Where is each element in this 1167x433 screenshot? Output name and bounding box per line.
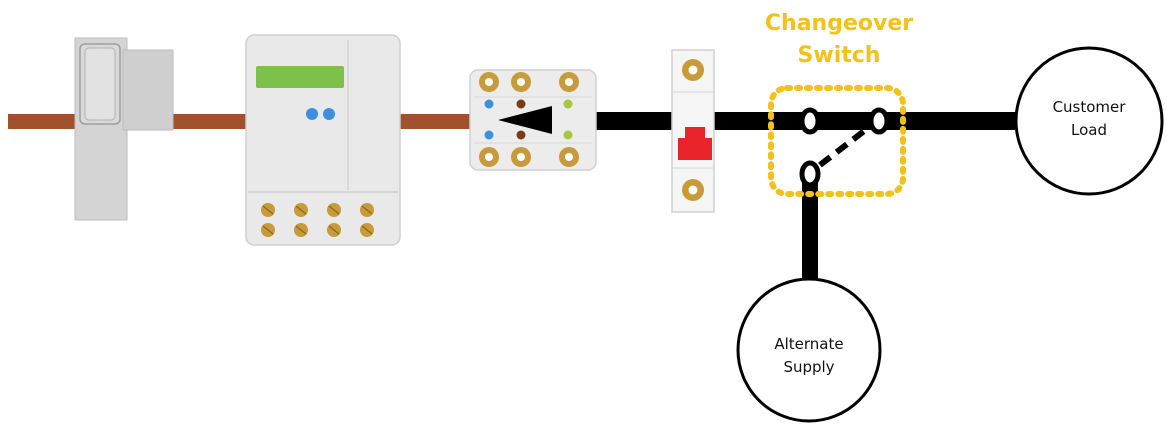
customer-load-label-line1: Customer [1053, 98, 1127, 116]
switch-terminal-alternate [799, 160, 821, 188]
switch-blade-dashed [818, 125, 870, 168]
isolator-terminals [479, 72, 579, 167]
conductor-to-breaker [596, 112, 674, 130]
isolator-block [469, 69, 597, 171]
changeover-title-line1: Changeover [765, 11, 913, 36]
breaker-handle [678, 138, 712, 160]
service-cable-left [8, 114, 78, 129]
service-cable-mid [170, 114, 248, 129]
switch-terminal-right [868, 107, 890, 135]
alternate-supply-label-line1: Alternate [774, 335, 843, 353]
circuit-breaker [671, 49, 715, 213]
electricity-meter [245, 34, 401, 246]
changeover-switch [768, 85, 906, 197]
meter-terminals [261, 203, 374, 237]
service-cable-right [398, 114, 470, 129]
customer-load-label-line2: Load [1071, 121, 1107, 139]
changeover-boundary [768, 85, 906, 197]
customer-load [1014, 46, 1164, 196]
conductor-alternate [802, 182, 818, 282]
meter-led-1 [306, 108, 318, 120]
meter-led-2 [323, 108, 335, 120]
alternate-supply [736, 277, 882, 423]
service-fuse-box [74, 37, 174, 221]
conductor-to-load [885, 112, 1020, 130]
meter-display [256, 66, 344, 88]
conductor-to-switch [712, 112, 804, 130]
conductor-switch-bridge [816, 112, 872, 130]
changeover-title-line2: Switch [798, 43, 881, 68]
switch-terminal-left [799, 107, 821, 135]
isolator-arrow [498, 106, 552, 134]
alternate-supply-label-line2: Supply [783, 358, 834, 376]
